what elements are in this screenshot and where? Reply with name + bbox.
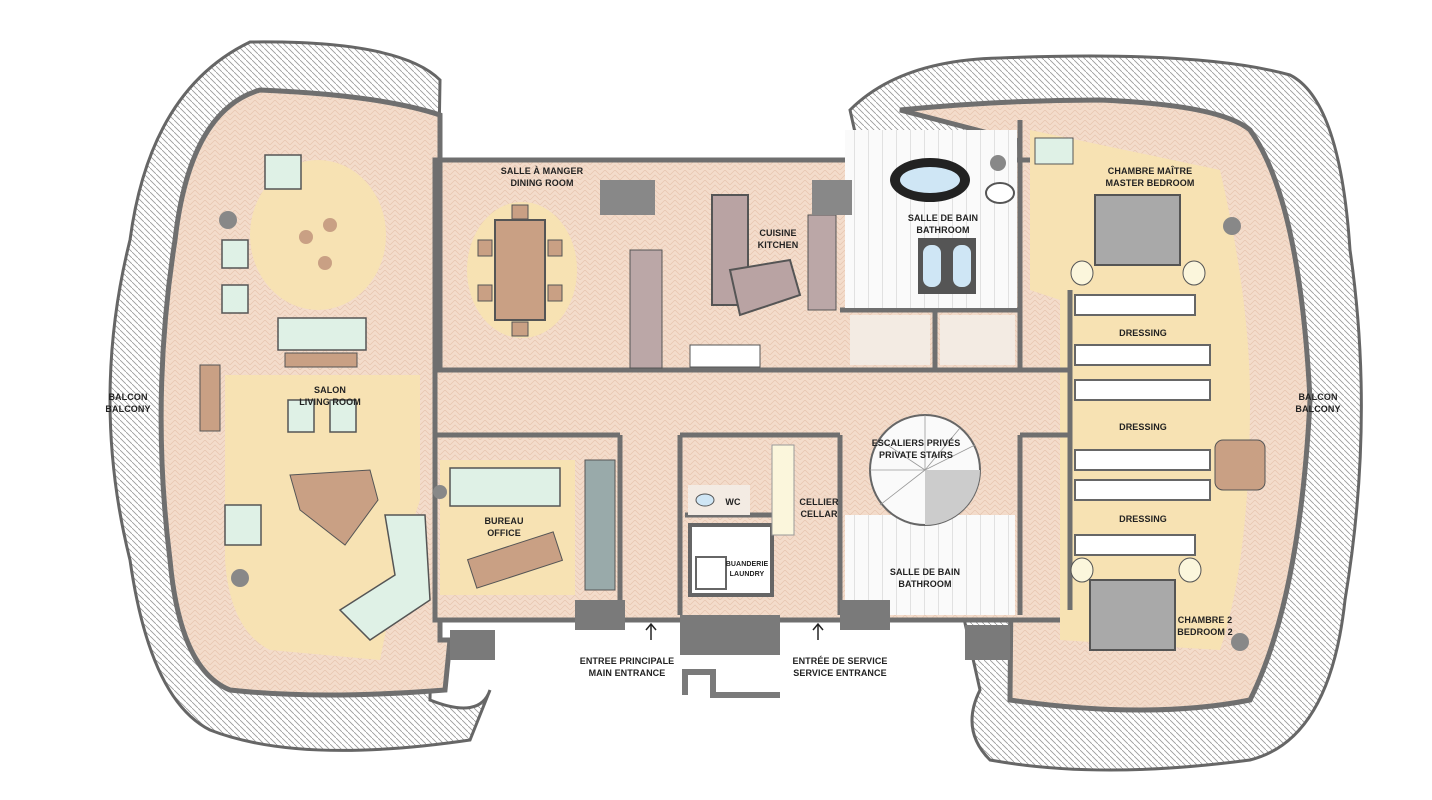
- label-en: SERVICE ENTRANCE: [793, 668, 887, 678]
- wall-block: [575, 600, 625, 630]
- stool: [990, 155, 1006, 171]
- label-en: BALCONY: [105, 404, 151, 414]
- toilet-room: [940, 315, 1015, 365]
- ottoman: [985, 182, 1015, 204]
- service-entrance-label: ENTRÉE DE SERVICE SERVICE ENTRANCE: [792, 655, 887, 679]
- coffee-tables: [199, 218, 564, 589]
- label-en: CELLAR: [800, 509, 838, 519]
- label-fr: BALCON: [1298, 392, 1338, 402]
- nightstand: [1178, 557, 1202, 583]
- label-en: OFFICE: [487, 528, 521, 538]
- washer: [695, 556, 727, 590]
- cellar-label: CELLIER CELLAR: [799, 496, 838, 520]
- balcony-left-label: BALCON BALCONY: [105, 391, 150, 415]
- fridge: [812, 180, 852, 215]
- label: DRESSING: [1119, 422, 1167, 432]
- interior-walls: [435, 120, 1073, 615]
- master-bedroom-label: CHAMBRE MAÎTRE MASTER BEDROOM: [1106, 165, 1195, 189]
- bathroom-floor-2: [845, 515, 1015, 615]
- label-fr: CELLIER: [799, 497, 839, 507]
- pantry-stove: [584, 459, 616, 591]
- bedroom-2-label: CHAMBRE 2 BEDROOM 2: [1177, 614, 1232, 638]
- wardrobes: [1074, 294, 1211, 556]
- shower-room: [850, 315, 930, 365]
- label-en: LAUNDRY: [729, 571, 765, 578]
- main-entrance-label: ENTREE PRINCIPALE MAIN ENTRANCE: [580, 655, 675, 679]
- wall-block: [965, 625, 1010, 660]
- armchair: [1034, 137, 1074, 165]
- label-fr: CUISINE: [759, 228, 797, 238]
- dressing-1-label: DRESSING: [1119, 327, 1167, 339]
- dining-chairs: [477, 204, 563, 337]
- label-en: LIVING ROOM: [299, 397, 361, 407]
- living-room-label: SALON LIVING ROOM: [299, 384, 361, 408]
- label: WC: [725, 497, 741, 507]
- dining-table: [494, 219, 546, 321]
- stair-void: [925, 470, 980, 525]
- stools: [219, 211, 1249, 651]
- wall-block: [450, 630, 495, 660]
- label-fr: SALON: [313, 385, 346, 395]
- kitchen-counter: [629, 249, 663, 369]
- fridge: [600, 180, 655, 215]
- label-en: BATHROOM: [898, 579, 952, 589]
- nightstand: [1070, 260, 1094, 286]
- office-label: BUREAU OFFICE: [484, 515, 523, 539]
- sideboard: [284, 352, 358, 368]
- master-bathroom-label: SALLE DE BAIN BATHROOM: [908, 212, 978, 236]
- lounge-rug: [250, 160, 386, 310]
- wc-label: WC: [725, 496, 740, 508]
- entry-arrow-icon: [812, 622, 824, 640]
- balcony-right-label: BALCON BALCONY: [1295, 391, 1340, 415]
- sink-left: [923, 245, 941, 287]
- label-fr: SALLE DE BAIN: [889, 567, 961, 577]
- entrance-structure: [680, 615, 780, 655]
- bathtub-basin: [900, 167, 960, 193]
- desk-right: [1214, 439, 1266, 491]
- kitchen-cabinet: [689, 344, 761, 368]
- entrance-step: [682, 669, 780, 698]
- wall-block: [840, 600, 890, 630]
- label-fr: BALCON: [108, 392, 148, 402]
- dining-room-label: SALLE À MANGER DINING ROOM: [501, 165, 583, 189]
- label-fr: SALLE À MANGER: [500, 166, 584, 176]
- kitchen-peninsula: [728, 258, 802, 317]
- dressing-3-label: DRESSING: [1119, 513, 1167, 525]
- nightstand: [1070, 557, 1094, 583]
- label-en: BATHROOM: [916, 225, 970, 235]
- label-fr: CHAMBRE MAÎTRE: [1107, 166, 1193, 176]
- label-fr: BUANDERIE: [725, 561, 769, 568]
- label-en: KITCHEN: [757, 240, 799, 250]
- label-en: MAIN ENTRANCE: [588, 668, 666, 678]
- label: DRESSING: [1119, 328, 1167, 338]
- label-en: BALCONY: [1295, 404, 1341, 414]
- label: DRESSING: [1119, 514, 1167, 524]
- lounge-furniture: [221, 154, 561, 641]
- label-fr: BUREAU: [484, 516, 524, 526]
- toilet: [695, 493, 715, 507]
- laundry-label: BUANDERIE LAUNDRY: [726, 560, 769, 580]
- entry-arrow-icon: [645, 622, 657, 640]
- kitchen-label: CUISINE KITCHEN: [758, 227, 799, 251]
- label-en: BEDROOM 2: [1177, 627, 1233, 637]
- label-fr: ENTRÉE DE SERVICE: [792, 656, 888, 666]
- dressing-2-label: DRESSING: [1119, 421, 1167, 433]
- sink-right: [953, 245, 971, 287]
- label-en: MASTER BEDROOM: [1105, 178, 1195, 188]
- stair-treads: [870, 415, 976, 506]
- private-stairs-label: ESCALIERS PRIVÉS PRIVATE STAIRS: [872, 437, 961, 461]
- cellar-shelves: [771, 444, 795, 536]
- master-bed: [1094, 194, 1181, 266]
- label-fr: CHAMBRE 2: [1177, 615, 1233, 625]
- label-fr: ENTREE PRINCIPALE: [579, 656, 675, 666]
- label-en: PRIVATE STAIRS: [879, 450, 953, 460]
- label-fr: ESCALIERS PRIVÉS: [871, 438, 961, 448]
- label-en: DINING ROOM: [510, 178, 574, 188]
- kitchen-counter: [807, 214, 837, 311]
- label-fr: SALLE DE BAIN: [907, 213, 979, 223]
- bathroom-2-label: SALLE DE BAIN BATHROOM: [890, 566, 960, 590]
- bed-2: [1089, 579, 1176, 651]
- nightstand: [1182, 260, 1206, 286]
